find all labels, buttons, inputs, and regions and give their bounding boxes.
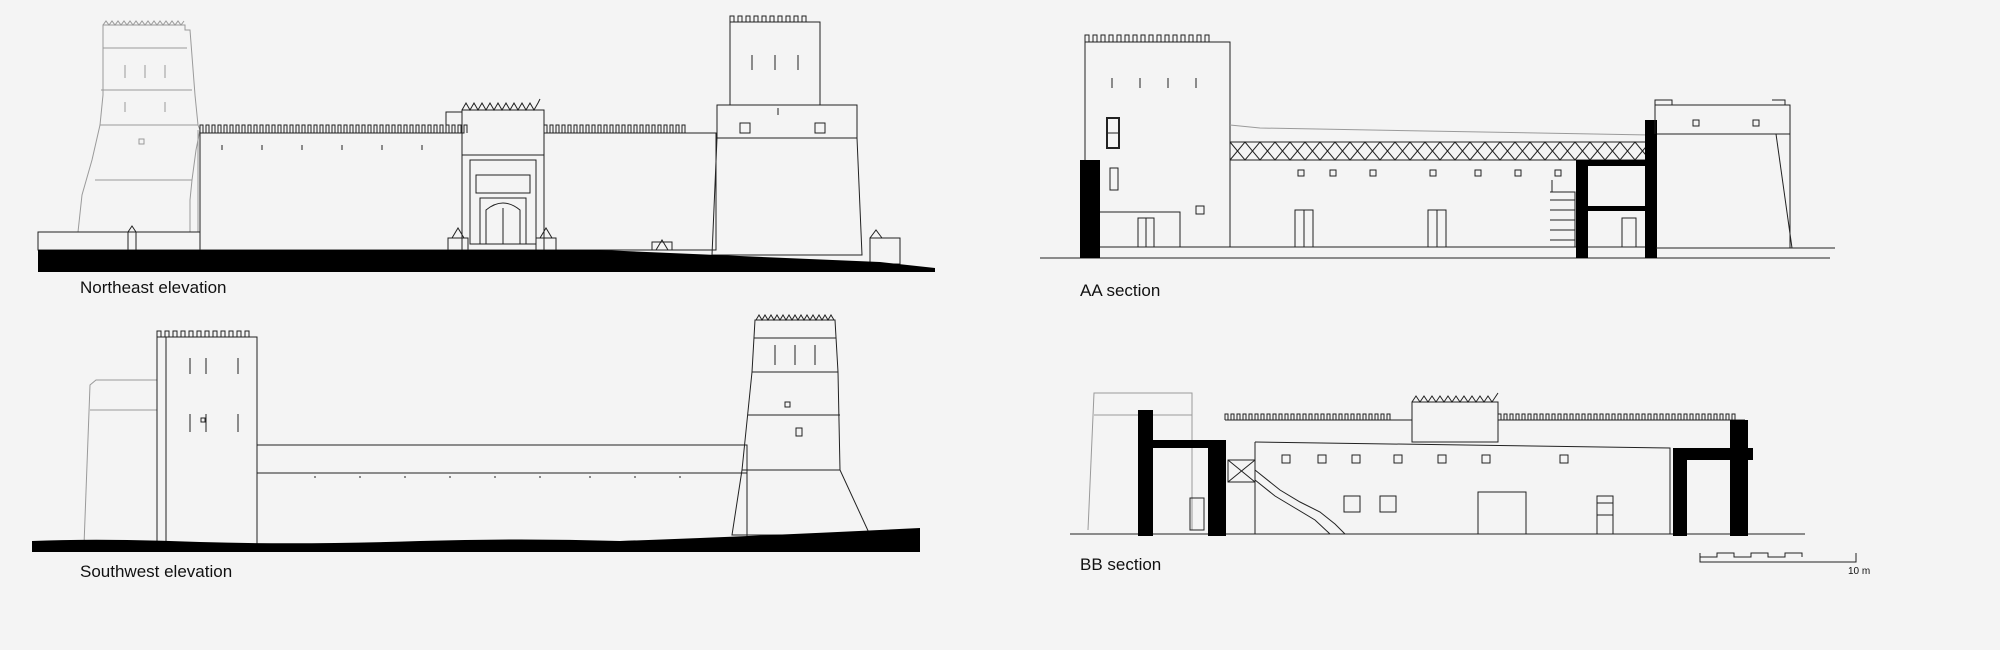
sw-curtain-wall	[256, 444, 748, 546]
southwest-elevation-drawing	[32, 314, 920, 552]
caption-southwest-elevation: Southwest elevation	[80, 562, 233, 581]
aa-right-tower	[1654, 99, 1835, 249]
bb-stair	[1227, 459, 1256, 483]
northeast-elevation-drawing	[37, 15, 935, 272]
ne-gate-block	[447, 98, 557, 251]
sw-left-tower	[83, 379, 158, 546]
ne-right-tower	[711, 15, 863, 256]
caption-aa-section: AA section	[1080, 281, 1161, 300]
ne-curtain-wall	[199, 111, 468, 251]
bb-crenellated-walls	[1224, 392, 1745, 443]
ne-left-tower	[77, 20, 201, 233]
sw-ground-fill	[32, 528, 920, 552]
bb-courtyard	[1254, 441, 1671, 535]
aa-section-drawing	[1040, 34, 1835, 259]
scale-bar-label: 10 m	[1848, 566, 1871, 577]
aa-courtyard	[1229, 124, 1656, 248]
sw-round-tower	[731, 314, 871, 536]
caption-northeast-elevation: Northeast elevation	[80, 278, 227, 297]
aa-wall-left-cut	[1080, 160, 1100, 258]
bb-cut-walls	[1138, 410, 1753, 536]
aa-right-room-cut	[1576, 120, 1657, 258]
scale-bar	[1699, 552, 1857, 563]
ne-ground-fill	[38, 250, 935, 272]
aa-tower	[1084, 34, 1231, 248]
caption-bb-section: BB section	[1080, 555, 1162, 574]
bb-section-drawing	[1070, 392, 1805, 536]
sw-square-tower	[156, 330, 258, 546]
